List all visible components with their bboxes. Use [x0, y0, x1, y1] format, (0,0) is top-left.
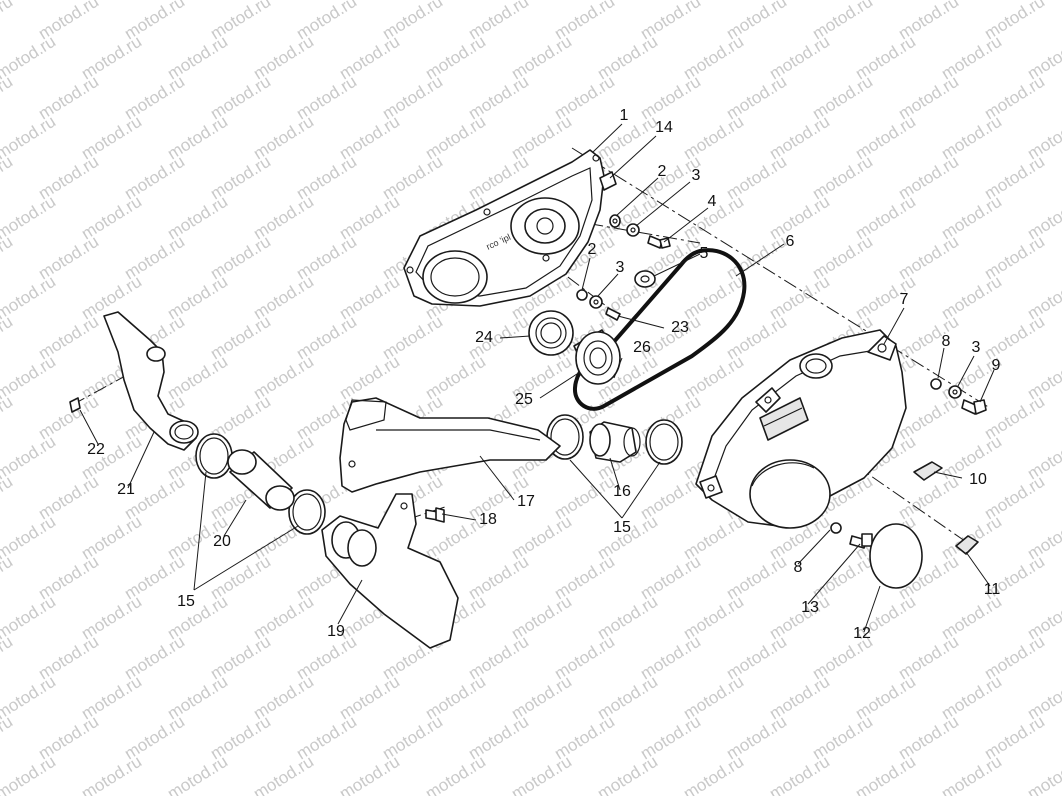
callout-19: 19	[327, 623, 345, 640]
watermark-text: motod.ru	[0, 152, 16, 204]
hose-clamps-15	[195, 414, 683, 535]
callout-12: 12	[853, 625, 871, 642]
callout-13: 13	[801, 599, 819, 616]
callout-10: 10	[969, 471, 987, 488]
spacer-5	[634, 270, 656, 288]
watermark-text: motod.ru	[0, 632, 16, 684]
callout-14: 14	[655, 119, 673, 136]
leader-lines	[79, 123, 995, 633]
callout-8-upper: 8	[942, 333, 951, 350]
watermark-text: motod.ru	[78, 752, 145, 796]
watermark-text: motod.ru	[1024, 592, 1062, 644]
callout-11: 11	[984, 581, 1001, 598]
watermark-text: motod.ru	[1024, 112, 1062, 164]
watermark-text: motod.ru	[0, 712, 16, 764]
coupler-16	[589, 421, 641, 463]
callout-16: 16	[613, 483, 631, 500]
watermark-text: motod.ru	[1024, 352, 1062, 404]
watermark-text: motod.ru	[594, 752, 661, 796]
callout-3-upper: 3	[692, 167, 701, 184]
right-fasteners	[930, 378, 987, 415]
callout-1: 1	[620, 107, 629, 124]
watermark-text: motod.ru	[0, 752, 59, 796]
watermark-text: motod.ru	[1024, 192, 1062, 244]
bearing-25	[573, 329, 621, 385]
watermark-text: motod.ru	[1024, 752, 1062, 796]
cover-plate-12	[869, 523, 923, 589]
duct-17	[339, 397, 561, 493]
duct-19	[321, 493, 459, 649]
callout-24: 24	[475, 329, 493, 346]
watermark-text: motod.ru	[0, 312, 16, 364]
callout-9: 9	[992, 357, 1001, 374]
watermark-text: motod.ru	[852, 752, 919, 796]
callout-21: 21	[117, 481, 135, 498]
watermark-text: motod.ru	[1024, 672, 1062, 724]
watermark-text: motod.ru	[0, 72, 16, 124]
watermark-text: motod.ru	[1024, 32, 1062, 84]
watermark-text: motod.ru	[0, 272, 59, 324]
lower-right-fasteners	[830, 522, 873, 549]
watermark-text: motod.ru	[336, 752, 403, 796]
callout-2-lower: 2	[588, 241, 597, 258]
watermark-text: motod.ru	[0, 112, 59, 164]
watermark-text: motod.ru	[0, 0, 16, 43]
decal-11	[955, 535, 979, 555]
watermark-text: motod.ru	[0, 32, 59, 84]
watermark-text: motod.ru	[0, 392, 16, 444]
outer-clutch-cover	[695, 329, 907, 529]
watermark-text: motod.ru	[422, 752, 489, 796]
lower-fasteners	[576, 289, 621, 321]
callout-15-left: 15	[177, 593, 195, 610]
callout-4: 4	[708, 193, 717, 210]
watermark-text: motod.ru	[0, 192, 59, 244]
screw-22	[69, 397, 81, 413]
watermark-text: motod.ru	[0, 552, 16, 604]
callout-8-lower: 8	[794, 559, 803, 576]
watermark-text: motod.ru	[250, 752, 317, 796]
watermark-text: motod.ru	[164, 752, 231, 796]
watermark-text: motod.ru	[508, 752, 575, 796]
watermark-text: motod.ru	[0, 352, 59, 404]
callout-6: 6	[786, 233, 795, 250]
callout-3-right: 3	[972, 339, 981, 356]
callout-15-right: 15	[613, 519, 631, 536]
callout-2-upper: 2	[658, 163, 667, 180]
inner-clutch-cover: rco 'ipl	[403, 149, 605, 307]
intake-duct-21	[103, 311, 199, 451]
watermark-text: motod.ru	[1024, 512, 1062, 564]
seal-24	[528, 310, 574, 356]
watermark-text: motod.ru	[0, 432, 59, 484]
watermark-text: motod.ru	[0, 512, 59, 564]
watermark-text: motod.ru	[0, 672, 59, 724]
watermark-text: motod.ru	[1024, 432, 1062, 484]
callout-25: 25	[515, 391, 533, 408]
watermark-text: motod.ru	[766, 752, 833, 796]
watermark-text: motod.ru	[680, 752, 747, 796]
callout-18: 18	[479, 511, 497, 528]
upper-fasteners	[609, 214, 671, 249]
callout-17: 17	[517, 493, 535, 510]
drive-belt	[573, 248, 747, 411]
watermark-text: motod.ru	[0, 472, 16, 524]
screw-18	[425, 507, 445, 523]
callout-23: 23	[671, 319, 689, 336]
callout-7: 7	[900, 291, 909, 308]
callout-20: 20	[213, 533, 231, 550]
decal-10	[913, 461, 943, 481]
watermark-text: motod.ru	[938, 752, 1005, 796]
callout-3-lower: 3	[616, 259, 625, 276]
callout-5: 5	[700, 245, 709, 262]
callout-26: 26	[633, 339, 651, 356]
callout-labels: 1 14 2 3 4 5 6 2 3 23 24 26 25 7 8 3 9 1…	[87, 107, 1000, 642]
watermark-text: motod.ru	[1024, 272, 1062, 324]
watermark-text: motod.ru	[0, 232, 16, 284]
watermark-text: motod.ru	[0, 592, 59, 644]
callout-22: 22	[87, 441, 105, 458]
coupler-20	[227, 449, 295, 511]
